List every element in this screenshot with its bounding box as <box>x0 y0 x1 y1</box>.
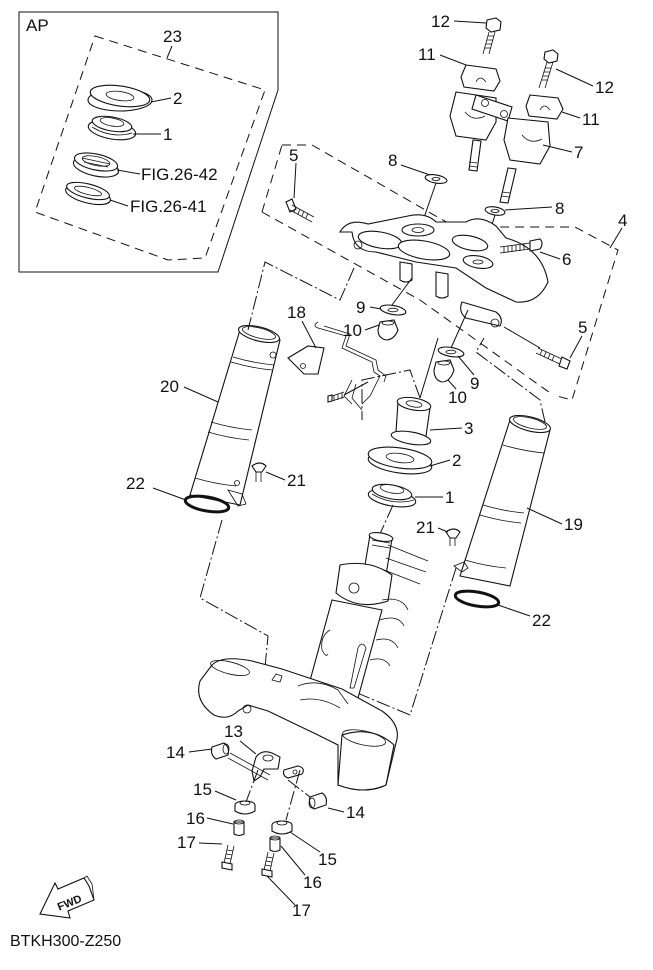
washer-9-right <box>437 346 465 358</box>
under-bracket <box>198 658 398 791</box>
callout-5-left: 5 <box>289 146 298 165</box>
bolt-17-left <box>221 844 235 871</box>
callout-7: 7 <box>574 143 583 162</box>
callout-18: 18 <box>287 303 306 322</box>
collar-16-left <box>233 819 245 837</box>
inset-lower-bearing <box>72 152 120 178</box>
bolt-5-left <box>285 198 315 223</box>
inset-bearing-1 <box>87 115 137 141</box>
screw-small <box>327 391 345 403</box>
callout-16-right: 16 <box>303 873 322 892</box>
inner-tube-19 <box>453 414 551 587</box>
air-bleed-screw-21-left <box>251 462 267 482</box>
callout-12-left: 12 <box>431 12 450 31</box>
brake-hose-holder-13 <box>251 751 304 782</box>
callout-15-left: 15 <box>193 780 212 799</box>
cap-nut-10-left <box>377 319 399 341</box>
callout-11-right: 11 <box>582 110 600 129</box>
collar-14-left <box>210 742 271 781</box>
upper-bracket <box>339 214 549 328</box>
callout-17-left: 17 <box>177 833 196 852</box>
callout-10-left: 10 <box>343 321 362 340</box>
collar-14-right <box>308 792 328 810</box>
cable-guide-18 <box>287 321 387 411</box>
upper-holder-11-left <box>460 64 501 92</box>
callout-10-right: 10 <box>448 388 467 407</box>
washer-2 <box>367 446 433 475</box>
callout-14-left: 14 <box>166 743 185 762</box>
washer-9-left <box>379 304 407 316</box>
callout-21-left: 21 <box>287 471 306 490</box>
washer-8-left <box>424 174 448 184</box>
callout-22-right: 22 <box>532 611 551 630</box>
grommet-15-left <box>234 800 256 815</box>
inset-callout-2: 2 <box>173 89 182 108</box>
callout-3: 3 <box>464 419 473 438</box>
bearing-1 <box>367 483 417 508</box>
inset-washer-2 <box>87 84 153 112</box>
callout-14-right: 14 <box>346 803 365 822</box>
bolt-5-right <box>535 347 571 370</box>
callout-13: 13 <box>224 722 243 741</box>
callout-23: 23 <box>163 27 182 46</box>
callout-4: 4 <box>618 211 627 230</box>
inset-lower-race <box>65 181 111 206</box>
callout-21-right: 21 <box>416 518 435 537</box>
washer-8-right <box>484 206 506 216</box>
fig-26-41-label[interactable]: FIG.26-41 <box>130 197 207 216</box>
callout-12-right: 12 <box>595 78 614 97</box>
grommet-15-right <box>271 820 293 835</box>
steering-nut-3 <box>390 396 432 446</box>
callout-22-left: 22 <box>126 474 145 493</box>
callout-20: 20 <box>160 377 179 396</box>
callout-8-right: 8 <box>555 199 564 218</box>
callout-9-right: 9 <box>470 374 479 393</box>
callout-17-right: 17 <box>292 901 311 920</box>
inner-tube-20 <box>189 324 281 507</box>
bolt-12-right <box>538 49 559 89</box>
callout-8-left: 8 <box>388 151 397 170</box>
air-bleed-screw-21-right <box>445 528 461 546</box>
fig-26-42-label[interactable]: FIG.26-42 <box>141 165 218 184</box>
drawing-code: BTKH300-Z250 <box>10 933 122 950</box>
fwd-arrow-icon: FWD <box>39 875 95 919</box>
inset-box-ap: AP 23 2 1 FIG.26-42 <box>18 11 279 273</box>
bolt-6 <box>499 238 543 254</box>
callout-5-right: 5 <box>578 318 587 337</box>
callout-15-right: 15 <box>318 850 337 869</box>
callout-1: 1 <box>445 488 454 507</box>
callout-16-left: 16 <box>186 809 205 828</box>
collar-16-right <box>269 835 281 853</box>
inset-box-label: AP <box>26 16 49 35</box>
callout-11-left: 11 <box>418 45 436 64</box>
cap-nut-10-right <box>433 359 455 383</box>
callout-2: 2 <box>452 451 461 470</box>
callout-9-left: 9 <box>356 298 365 317</box>
bolt-12-left <box>482 17 502 55</box>
bolt-17-right <box>261 851 275 878</box>
callout-6: 6 <box>562 250 571 269</box>
inset-callout-1: 1 <box>163 125 172 144</box>
o-ring-22-right <box>453 589 501 609</box>
callout-19: 19 <box>564 515 583 534</box>
lower-holder-7 <box>499 117 551 204</box>
upper-holder-11-right <box>525 94 564 120</box>
